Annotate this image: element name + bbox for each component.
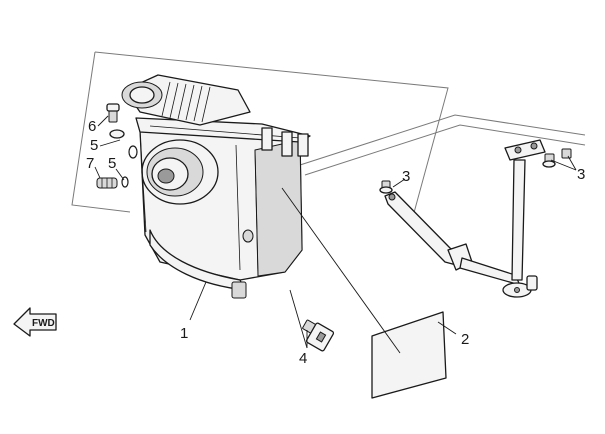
callout-3-right: 3 [577,166,585,183]
bolt-part-right [542,148,572,168]
sensor-part [302,319,335,352]
callout-3-left: 3 [402,168,410,185]
callout-4: 4 [299,350,307,367]
forward-arrow-icon: FWD [13,307,57,337]
bracket-frame [384,139,546,298]
bolt-part-left [379,180,393,194]
callout-7: 7 [86,155,94,172]
drain-fitting-part [96,176,129,189]
callout-1: 1 [180,325,188,342]
callout-6: 6 [88,118,96,135]
airbox-assembly [121,74,311,299]
screw-part [106,103,125,139]
callout-labels: 1 2 3 3 4 5 5 6 7 [86,118,585,367]
callout-2: 2 [461,331,469,348]
leader-lines [94,115,577,354]
callout-5-upper: 5 [90,137,98,154]
assembly-outline [71,51,586,221]
forward-marker-text: FWD [32,318,55,329]
label-plate-part [371,311,447,399]
callout-5-lower: 5 [108,155,116,172]
